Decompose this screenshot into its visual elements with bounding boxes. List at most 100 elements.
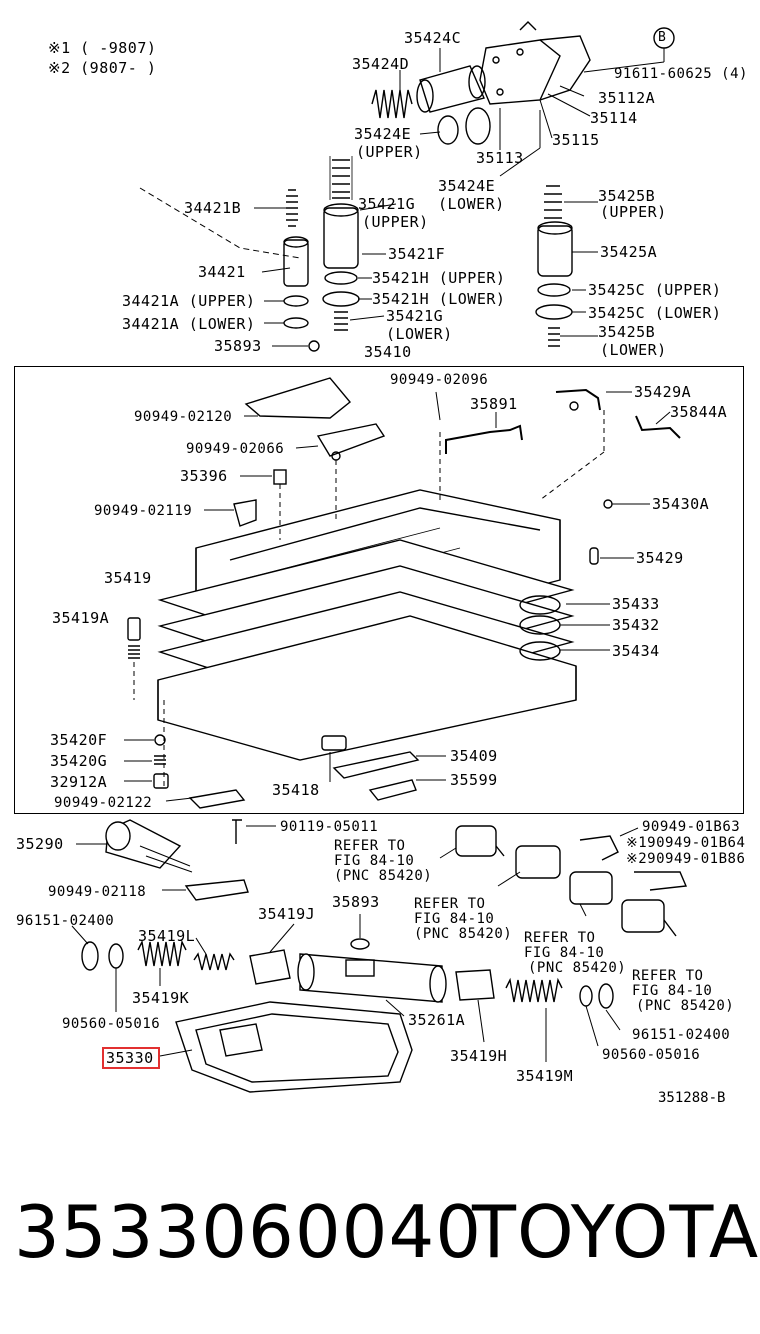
label-90949-02118[interactable]: 90949-02118 — [48, 884, 147, 900]
label-35432[interactable]: 35432 — [612, 616, 660, 634]
figure-code: 351288-B — [658, 1090, 726, 1106]
label-35410[interactable]: 35410 — [364, 343, 412, 361]
label-35419a[interactable]: 35419A — [52, 609, 110, 627]
label-35420g[interactable]: 35420G — [50, 752, 108, 770]
diagram-drawing — [71, 21, 688, 1093]
bracket-90949-02122 — [188, 789, 246, 809]
label-90949-01b64[interactable]: ※190949-01B64 — [626, 835, 746, 851]
label-96151-02400-a[interactable]: 96151-02400 — [16, 913, 115, 929]
label-35424d[interactable]: 35424D — [352, 55, 410, 73]
label-35425c-lower[interactable]: 35425C (LOWER) — [588, 304, 722, 322]
label-35424e-lower[interactable]: 35424E — [438, 177, 496, 195]
sleeve-34421 — [283, 236, 309, 287]
label-90949-02096[interactable]: 90949-02096 — [390, 372, 489, 388]
label-35893-bottom[interactable]: 35893 — [332, 893, 380, 911]
label-35421f[interactable]: 35421F — [388, 245, 446, 263]
label-35430a[interactable]: 35430A — [652, 495, 710, 513]
refer-4-line-2: FIG 84-10 — [632, 983, 713, 999]
spring-35425b-lower — [548, 327, 560, 347]
label-35421h-lower[interactable]: 35421H (LOWER) — [372, 290, 506, 308]
label-34421a-upper[interactable]: 34421A (UPPER) — [122, 292, 256, 310]
label-35599[interactable]: 35599 — [450, 771, 498, 789]
label-90949-01b86[interactable]: ※290949-01B86 — [626, 851, 746, 867]
label-35424c[interactable]: 35424C — [404, 29, 462, 47]
label-35261a[interactable]: 35261A — [408, 1011, 466, 1029]
label-34421[interactable]: 34421 — [198, 263, 246, 281]
label-35112a[interactable]: 35112A — [598, 89, 656, 107]
cover-plate-90949-02120 — [244, 377, 351, 419]
label-35113[interactable]: 35113 — [476, 149, 524, 167]
callout-b-label: B — [658, 30, 667, 45]
label-35421h-upper[interactable]: 35421H (UPPER) — [372, 269, 506, 287]
label-90119-05011[interactable]: 90119-05011 — [280, 819, 379, 835]
refer-1-line-2: FIG 84-10 — [334, 853, 415, 869]
label-90949-02066[interactable]: 90949-02066 — [186, 441, 285, 457]
label-35409[interactable]: 35409 — [450, 747, 498, 765]
label-35434[interactable]: 35434 — [612, 642, 660, 660]
label-90949-02120[interactable]: 90949-02120 — [134, 409, 233, 425]
label-35330[interactable]: 35330 — [106, 1049, 154, 1067]
solenoid-refer-4 — [621, 899, 677, 937]
label-90949-01b63[interactable]: 90949-01B63 — [642, 819, 741, 835]
plate-90949-02066 — [316, 423, 386, 461]
label-35893-top[interactable]: 35893 — [214, 337, 262, 355]
refer-4-line-1: REFER TO — [632, 968, 704, 984]
valve-body-frame — [14, 366, 744, 814]
label-35290[interactable]: 35290 — [16, 835, 64, 853]
label-90560-05016-b[interactable]: 90560-05016 — [602, 1047, 701, 1063]
label-90949-02119[interactable]: 90949-02119 — [94, 503, 193, 519]
label-35419h[interactable]: 35419H — [450, 1047, 508, 1065]
label-35419k[interactable]: 35419K — [132, 989, 190, 1007]
bracket-90949-01b63 — [579, 835, 619, 861]
bracket-90949-02118 — [184, 879, 249, 901]
label-35421g-upper[interactable]: 35421G — [358, 195, 416, 213]
spring-35419a — [128, 645, 140, 659]
label-35419l[interactable]: 35419L — [138, 927, 196, 945]
label-35418[interactable]: 35418 — [272, 781, 320, 799]
oil-pan-strainer-35330 — [175, 1001, 413, 1093]
label-35396[interactable]: 35396 — [180, 467, 228, 485]
label-91611-60625[interactable]: 91611-60625 (4) — [614, 66, 748, 82]
label-96151-02400-b[interactable]: 96151-02400 — [632, 1027, 731, 1043]
o-ring-35424e-upper — [437, 115, 459, 145]
label-35424e-upper[interactable]: 35424E — [354, 125, 412, 143]
label-32912a[interactable]: 32912A — [50, 773, 108, 791]
solenoid-refer-2 — [515, 845, 561, 879]
label-90560-05016-a[interactable]: 90560-05016 — [62, 1016, 161, 1032]
label-35420f[interactable]: 35420F — [50, 731, 108, 749]
label-35114[interactable]: 35114 — [590, 109, 638, 127]
label-35425b-lower[interactable]: 35425B — [598, 323, 656, 341]
label-35419j[interactable]: 35419J — [258, 905, 316, 923]
refer-2-line-2: FIG 84-10 — [414, 911, 495, 927]
label-34421b[interactable]: 34421B — [184, 199, 242, 217]
o-ring-35421h-upper — [324, 271, 358, 285]
label-35429[interactable]: 35429 — [636, 549, 684, 567]
label-35424e-lower-note: (LOWER) — [438, 195, 505, 213]
label-35433[interactable]: 35433 — [612, 595, 660, 613]
plug-35419 — [127, 617, 141, 641]
label-35425a[interactable]: 35425A — [600, 243, 658, 261]
spring-35419k — [137, 939, 187, 967]
label-35115[interactable]: 35115 — [552, 131, 600, 149]
refer-1-line-3: (PNC 85420) — [334, 868, 433, 884]
label-35429a[interactable]: 35429A — [634, 383, 692, 401]
solenoid-refer-3 — [569, 871, 613, 905]
label-35891[interactable]: 35891 — [470, 395, 518, 413]
solenoid-35290 — [105, 819, 193, 873]
label-35425b-upper[interactable]: 35425B — [598, 187, 656, 205]
label-35421g-lower[interactable]: 35421G — [386, 307, 444, 325]
label-34421a-lower[interactable]: 34421A (LOWER) — [122, 315, 256, 333]
spring-35421g-upper — [329, 156, 353, 200]
clip-90949-02119 — [233, 499, 257, 527]
label-35419m[interactable]: 35419M — [516, 1067, 574, 1085]
label-35425c-upper[interactable]: 35425C (UPPER) — [588, 281, 722, 299]
label-35419[interactable]: 35419 — [104, 569, 152, 587]
valve-35418 — [321, 735, 347, 751]
label-35844a[interactable]: 35844A — [670, 403, 728, 421]
tube-35844a — [635, 415, 681, 439]
clip-96151-02400-b — [598, 983, 614, 1009]
label-35421g-upper-note: (UPPER) — [362, 213, 429, 231]
label-90949-02122[interactable]: 90949-02122 — [54, 795, 153, 811]
spring-35419m — [505, 977, 563, 1003]
spring-35425b-upper — [544, 185, 562, 219]
